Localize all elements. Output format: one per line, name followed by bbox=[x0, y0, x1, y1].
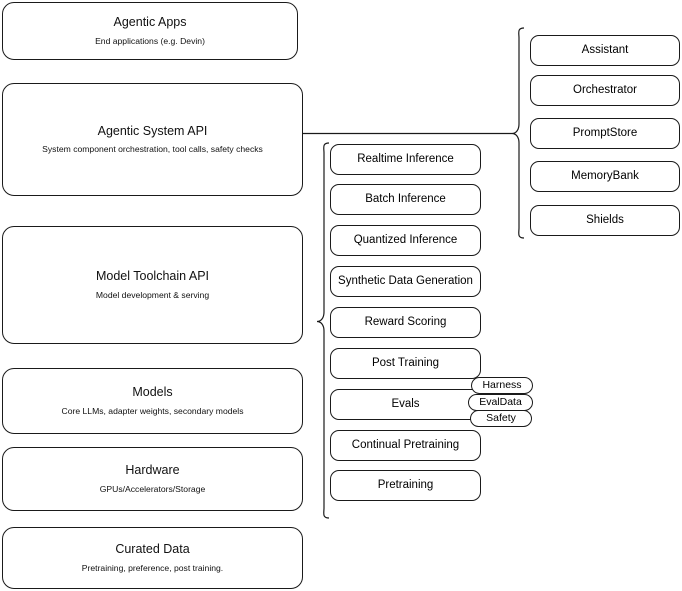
layer-subtitle: Model development & serving bbox=[95, 289, 210, 300]
layer-subtitle: End applications (e.g. Devin) bbox=[95, 35, 205, 46]
layer-title: Hardware bbox=[125, 463, 180, 478]
layer-card-hardware[interactable]: Hardware GPUs/Accelerators/Storage bbox=[2, 447, 303, 511]
capability-label: Evals bbox=[391, 398, 420, 411]
capability-label: Synthetic Data Generation bbox=[338, 275, 473, 288]
capability-evals[interactable]: Evals bbox=[330, 389, 481, 420]
layer-title: Agentic System API bbox=[97, 123, 208, 138]
evals-subitem-harness[interactable]: Harness bbox=[471, 377, 533, 394]
evals-subitem-safety[interactable]: Safety bbox=[470, 410, 532, 427]
system-component-assistant[interactable]: Assistant bbox=[530, 35, 680, 66]
system-component-orchestrator[interactable]: Orchestrator bbox=[530, 75, 680, 106]
capability-pretraining[interactable]: Pretraining bbox=[330, 470, 481, 501]
layer-title: Model Toolchain API bbox=[95, 269, 210, 284]
system-component-shields[interactable]: Shields bbox=[530, 205, 680, 236]
layer-card-curated-data[interactable]: Curated Data Pretraining, preference, po… bbox=[2, 527, 303, 589]
capability-realtime-inference[interactable]: Realtime Inference bbox=[330, 144, 481, 175]
system-component-promptstore[interactable]: PromptStore bbox=[530, 118, 680, 149]
evals-subitem-label: Safety bbox=[486, 411, 516, 424]
layer-title: Curated Data bbox=[115, 542, 190, 557]
evals-subitem-label: Harness bbox=[482, 378, 522, 391]
evals-subitem-label: EvalData bbox=[479, 395, 522, 408]
evals-subitem-evaldata[interactable]: EvalData bbox=[468, 394, 533, 411]
layer-card-model-toolchain-api[interactable]: Model Toolchain API Model development & … bbox=[2, 226, 303, 344]
system-component-label: MemoryBank bbox=[571, 170, 639, 183]
brace-system-components bbox=[511, 27, 525, 239]
capability-label: Reward Scoring bbox=[364, 316, 447, 329]
capability-post-training[interactable]: Post Training bbox=[330, 348, 481, 379]
capability-continual-pretraining[interactable]: Continual Pretraining bbox=[330, 430, 481, 461]
capability-label: Pretraining bbox=[377, 479, 434, 492]
layer-card-models[interactable]: Models Core LLMs, adapter weights, secon… bbox=[2, 368, 303, 434]
capability-batch-inference[interactable]: Batch Inference bbox=[330, 184, 481, 215]
capability-label: Realtime Inference bbox=[357, 153, 454, 166]
layer-subtitle: Pretraining, preference, post training. bbox=[81, 562, 224, 573]
layer-subtitle: System component orchestration, tool cal… bbox=[42, 144, 263, 155]
layer-card-agentic-apps[interactable]: Agentic Apps End applications (e.g. Devi… bbox=[2, 2, 298, 60]
system-component-label: PromptStore bbox=[572, 127, 638, 140]
layer-card-agentic-system-api[interactable]: Agentic System API System component orch… bbox=[2, 83, 303, 196]
capability-label: Quantized Inference bbox=[353, 234, 458, 247]
layer-title: Agentic Apps bbox=[113, 15, 187, 30]
system-component-label: Assistant bbox=[581, 44, 629, 57]
capability-reward-scoring[interactable]: Reward Scoring bbox=[330, 307, 481, 338]
capability-label: Post Training bbox=[371, 357, 440, 370]
capability-label: Continual Pretraining bbox=[351, 439, 460, 452]
capability-synthetic-data-generation[interactable]: Synthetic Data Generation bbox=[330, 266, 481, 297]
capability-quantized-inference[interactable]: Quantized Inference bbox=[330, 225, 481, 256]
layer-title: Models bbox=[132, 385, 173, 400]
system-component-memorybank[interactable]: MemoryBank bbox=[530, 161, 680, 192]
system-component-label: Shields bbox=[586, 214, 624, 227]
layer-subtitle: Core LLMs, adapter weights, secondary mo… bbox=[61, 405, 244, 416]
capability-label: Batch Inference bbox=[365, 193, 446, 206]
brace-toolchain-capabilities bbox=[316, 142, 330, 519]
layer-subtitle: GPUs/Accelerators/Storage bbox=[99, 483, 206, 494]
system-component-label: Orchestrator bbox=[573, 84, 637, 97]
